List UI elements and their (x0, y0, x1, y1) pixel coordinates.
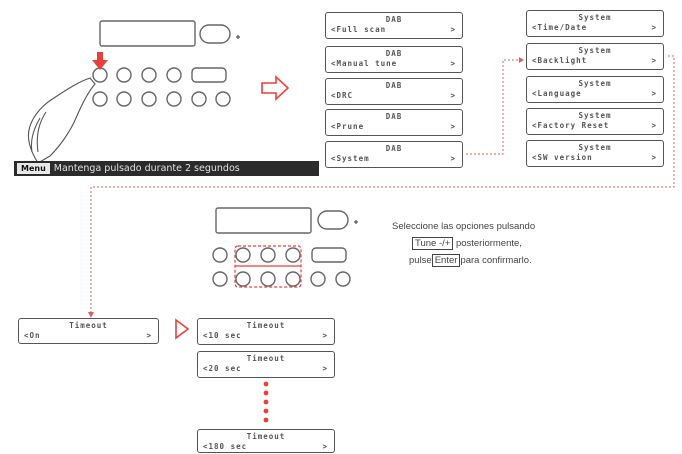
lcd-title: System (578, 13, 612, 22)
lcd-value: <Full scan (331, 25, 387, 34)
lcd-arrow: > (450, 25, 455, 34)
tune-key-label: Tune -/+ (412, 237, 454, 250)
lcd-arrow: > (450, 59, 455, 68)
instr-line-1: Seleccione las opciones pulsando (392, 221, 536, 232)
lcd-title: Timeout (246, 321, 286, 330)
display-window (99, 20, 196, 47)
lcd-title: Timeout (246, 354, 286, 363)
lcd-title: System (578, 79, 612, 88)
connector-dab-system (466, 59, 522, 155)
lcd-dab-manual-tune: DAB <Manual tune > (325, 46, 463, 73)
lcd-timeout-10: Timeout <10 sec > (197, 318, 335, 345)
lcd-arrow: > (450, 91, 455, 100)
lcd-title: Timeout (246, 432, 286, 441)
lcd-arrow: > (322, 364, 327, 373)
lcd-title: DAB (385, 15, 403, 24)
caption-text: Mantenga pulsado durante 2 segundos (53, 163, 240, 174)
ellipsis-dots (263, 381, 269, 423)
lcd-title: DAB (385, 112, 403, 121)
lcd-value: <Manual tune (331, 59, 398, 68)
lcd-value: <Prune (331, 122, 365, 131)
instr-line-3-pre: pulse (409, 255, 432, 266)
lcd-value: <180 sec (203, 442, 248, 451)
lcd-value: <20 sec (203, 364, 242, 373)
lcd-arrow: > (651, 56, 656, 65)
lcd-value: <Backlight (532, 56, 588, 65)
lcd-timeout-current: Timeout <On > (18, 318, 159, 344)
lcd-system-backlight: System <Backlight > (526, 43, 664, 70)
knob (199, 24, 231, 44)
down-arrow-icon (92, 52, 108, 70)
lcd-title: System (578, 143, 612, 152)
lcd-value: <10 sec (203, 331, 242, 340)
lcd-arrow: > (450, 122, 455, 131)
lcd-arrow: > (450, 154, 455, 163)
lcd-dab-system: DAB <System > (325, 141, 463, 168)
lcd-value: <On (24, 331, 41, 340)
lcd-arrow: > (651, 121, 656, 130)
lcd-title: System (578, 111, 612, 120)
lcd-arrow: > (146, 331, 151, 340)
instr-line-3-post: para confirmarlo. (460, 255, 532, 266)
lcd-value: <System (331, 154, 370, 163)
lcd-title: DAB (385, 49, 403, 58)
lcd-dab-drc: DAB <DRC > (325, 78, 463, 105)
lcd-dab-full-scan: DAB <Full scan > (325, 12, 463, 39)
lcd-title: System (578, 46, 612, 55)
enter-key-label: Enter (431, 254, 461, 267)
lcd-arrow: > (322, 331, 327, 340)
lcd-title: DAB (385, 81, 403, 90)
instr-line-2: Tune -/+ posteriormente, (412, 236, 522, 252)
lcd-system-language: System <Language > (526, 76, 664, 103)
lcd-title: Timeout (69, 321, 108, 330)
menu-key-label: Menu (17, 163, 50, 174)
instr-line-2-rest: posteriormente, (455, 238, 522, 249)
lcd-value: <Language (532, 89, 582, 98)
connector-backlight-timeout (90, 55, 675, 314)
lcd-arrow: > (651, 89, 656, 98)
lcd-system-factory-reset: System <Factory Reset > (526, 108, 664, 135)
lcd-value: <Factory Reset (532, 121, 610, 130)
lcd-value: <SW version (532, 153, 593, 162)
lcd-system-sw-version: System <SW version > (526, 140, 664, 167)
lcd-value: <Time/Date (532, 23, 588, 32)
lcd-title: DAB (385, 144, 403, 153)
lcd-arrow: > (651, 23, 656, 32)
lcd-timeout-180: Timeout <180 sec > (197, 429, 335, 453)
outline-triangle-arrow-icon (175, 318, 190, 340)
lcd-timeout-20: Timeout <20 sec > (197, 351, 335, 378)
lcd-system-time-date: System <Time/Date > (526, 10, 664, 37)
outline-right-arrow-icon (261, 75, 290, 101)
lcd-value: <DRC (331, 91, 354, 100)
lcd-arrow: > (651, 153, 656, 162)
lcd-dab-prune: DAB <Prune > (325, 109, 463, 136)
tune-highlight (234, 245, 302, 288)
lcd-arrow: > (322, 442, 327, 451)
hand-pointer-icon (27, 77, 96, 164)
